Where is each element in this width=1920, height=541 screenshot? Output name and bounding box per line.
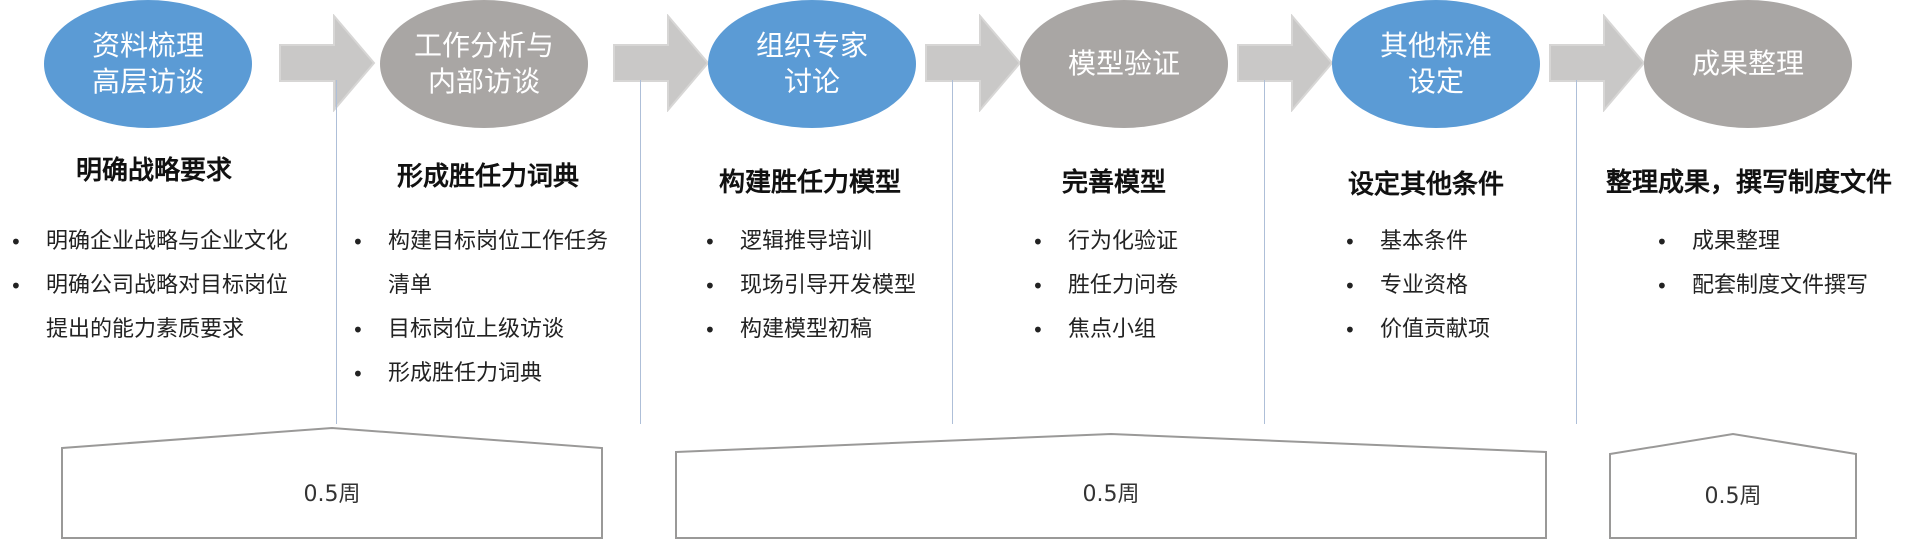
arrow-right-icon	[925, 14, 1022, 112]
step-1-bullet-list: 明确企业战略与企业文化明确公司战略对目标岗位提出的能力素质要求	[10, 220, 288, 352]
bullet-text: 配套制度文件撰写	[1692, 273, 1869, 298]
step-6-node: 成果整理	[1644, 0, 1852, 128]
bullet-text: 基本条件	[1380, 229, 1469, 254]
bullet-item: 基本条件	[1344, 220, 1490, 264]
step-4-heading: 完善模型	[1061, 168, 1166, 198]
step-3-heading: 构建胜任力模型	[718, 168, 901, 198]
bullet-text: 目标岗位上级访谈	[388, 317, 565, 342]
bullet-item: 逻辑推导培训	[704, 220, 916, 264]
divider-line	[1264, 80, 1265, 424]
bullet-item: 行为化验证	[1032, 220, 1178, 264]
divider-line	[1576, 80, 1577, 424]
step-6-bullet-list: 成果整理配套制度文件撰写	[1656, 220, 1868, 308]
bullet-item: 目标岗位上级访谈	[352, 308, 608, 352]
bullet-item: 构建模型初稿	[704, 308, 916, 352]
divider-line	[952, 80, 953, 424]
bullet-text: 构建目标岗位工作任务	[388, 229, 609, 254]
step-2-node: 工作分析与 内部访谈	[380, 0, 588, 128]
bullet-text: 形成胜任力词典	[388, 361, 543, 386]
step-3-node: 组织专家 讨论	[708, 0, 916, 128]
step-5-node: 其他标准 设定	[1332, 0, 1540, 128]
step-4-bullet-list: 行为化验证胜任力问卷焦点小组	[1032, 220, 1178, 352]
bullet-text: 明确公司战略对目标岗位	[46, 273, 289, 298]
bullet-item: 现场引导开发模型	[704, 264, 916, 308]
duration-label: 0.5周	[1082, 482, 1140, 507]
bullet-text: 清单	[388, 273, 433, 298]
bullet-item: 胜任力问卷	[1032, 264, 1178, 308]
arrow-right-icon	[613, 14, 710, 112]
step-5-heading: 设定其他条件	[1347, 170, 1504, 200]
bullet-text: 明确企业战略与企业文化	[46, 229, 289, 254]
bullet-item: 价值贡献项	[1344, 308, 1490, 352]
bullet-item: 配套制度文件撰写	[1656, 264, 1868, 308]
bullet-text: 构建模型初稿	[740, 317, 873, 342]
arrow-right-icon	[279, 14, 376, 112]
step-4-node: 模型验证	[1020, 0, 1228, 128]
bullet-item: 焦点小组	[1032, 308, 1178, 352]
bullet-item: 专业资格	[1344, 264, 1490, 308]
duration-bracket	[61, 426, 603, 539]
bullet-text: 提出的能力素质要求	[46, 317, 245, 342]
arrow-right-icon	[1237, 14, 1334, 112]
step-3-bullet-list: 逻辑推导培训现场引导开发模型构建模型初稿	[704, 220, 916, 352]
step-1-node: 资料梳理 高层访谈	[44, 0, 252, 128]
bullet-text: 成果整理	[1692, 229, 1781, 254]
bullet-text: 行为化验证	[1068, 229, 1179, 254]
duration-label: 0.5周	[1704, 484, 1762, 509]
bullet-text: 逻辑推导培训	[740, 229, 873, 254]
bullet-text: 现场引导开发模型	[740, 273, 917, 298]
bullet-item: 成果整理	[1656, 220, 1868, 264]
step-2-bullet-list: 构建目标岗位工作任务清单目标岗位上级访谈形成胜任力词典	[352, 220, 608, 396]
divider-line	[336, 80, 337, 424]
step-1-heading: 明确战略要求	[75, 156, 232, 186]
duration-label: 0.5周	[303, 482, 361, 507]
bullet-text: 价值贡献项	[1380, 317, 1491, 342]
duration-bracket	[1609, 432, 1857, 539]
bullet-item: 形成胜任力词典	[352, 352, 608, 396]
divider-line	[640, 80, 641, 424]
bullet-text: 焦点小组	[1068, 317, 1157, 342]
duration-bracket	[675, 432, 1547, 539]
step-6-heading: 整理成果，撰写制度文件	[1605, 168, 1892, 198]
bullet-text: 专业资格	[1380, 273, 1469, 298]
bullet-text: 胜任力问卷	[1068, 273, 1179, 298]
arrow-right-icon	[1549, 14, 1646, 112]
step-2-heading: 形成胜任力词典	[396, 162, 579, 192]
bullet-item: 明确企业战略与企业文化	[10, 220, 288, 264]
step-5-bullet-list: 基本条件专业资格价值贡献项	[1344, 220, 1490, 352]
